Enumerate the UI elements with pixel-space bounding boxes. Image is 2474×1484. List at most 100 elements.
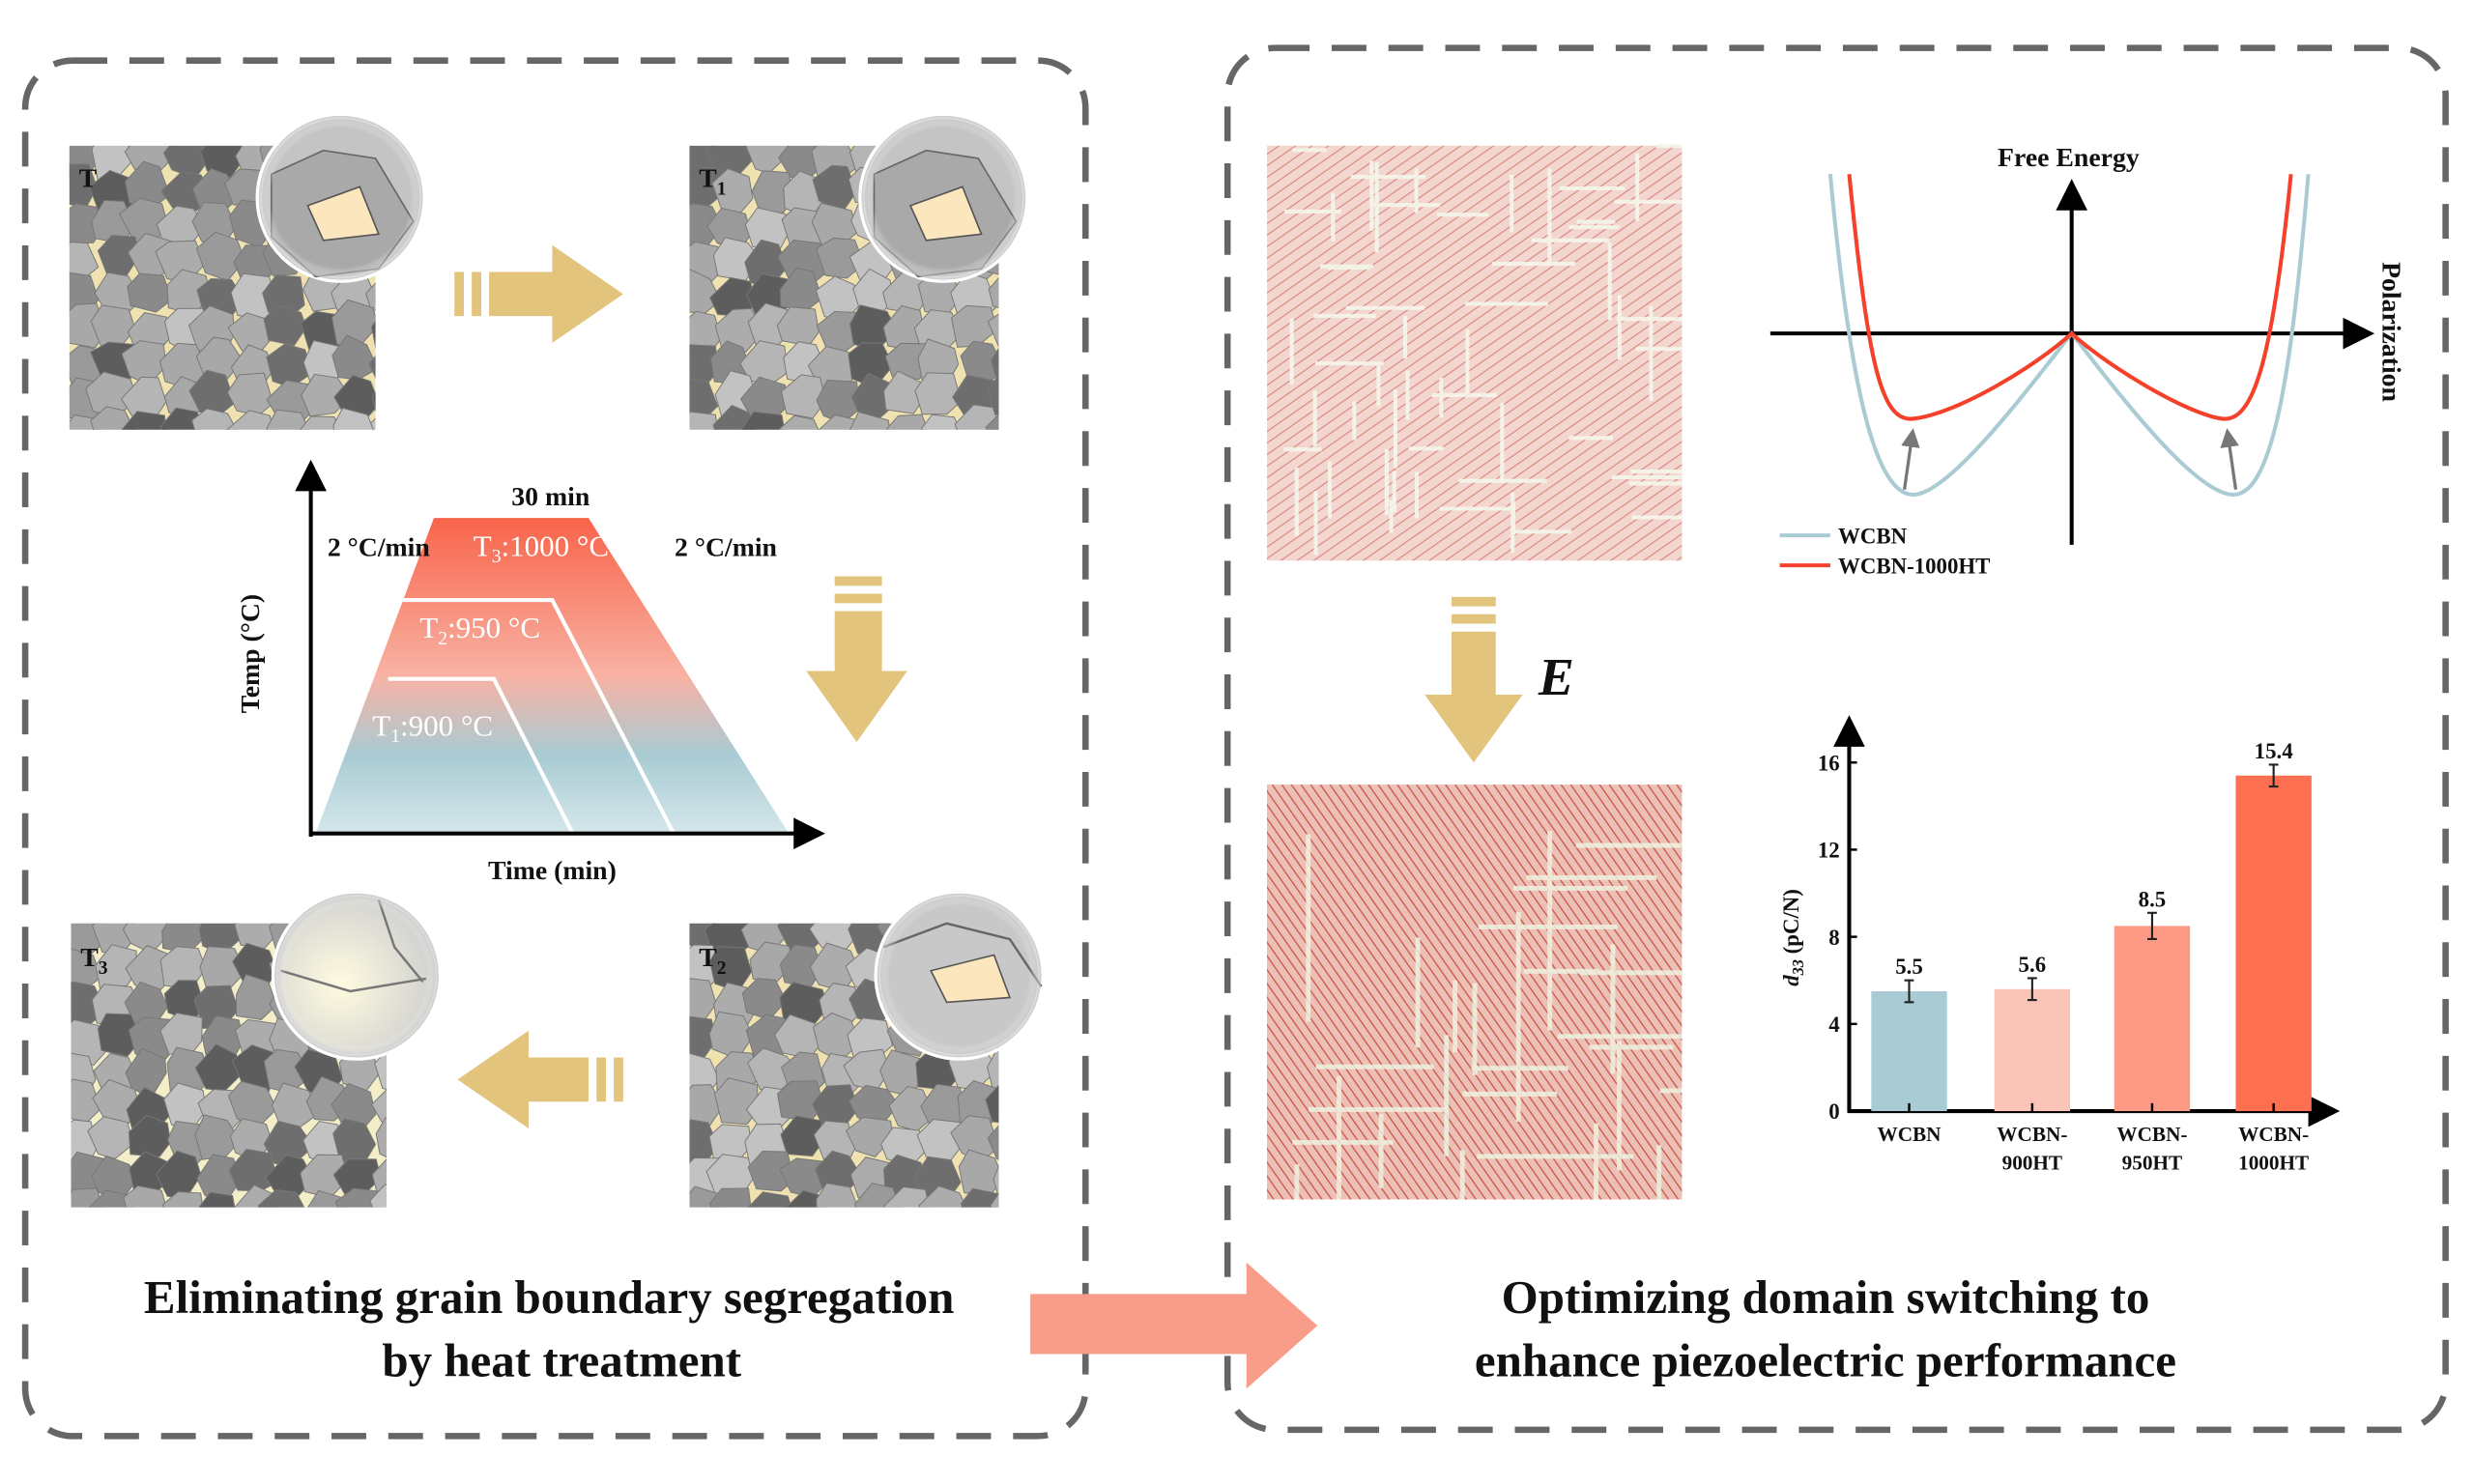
category-label: WCBN — [1877, 1123, 1942, 1146]
legend-label-wcbn-1000ht: WCBN-1000HT — [1838, 554, 1990, 578]
grain — [371, 1089, 387, 1125]
grain — [127, 272, 173, 313]
grain — [300, 415, 342, 430]
electric-field-label: E — [1538, 648, 1574, 707]
grain — [713, 1077, 760, 1126]
error-bar — [2268, 763, 2279, 788]
grain — [987, 1049, 999, 1092]
grain — [849, 411, 890, 430]
grain — [985, 1084, 999, 1124]
grain — [191, 408, 238, 430]
grain — [780, 1115, 825, 1157]
grain — [991, 347, 999, 381]
grain — [914, 372, 963, 415]
grain — [123, 1184, 167, 1208]
arrow-down-icon — [806, 576, 907, 742]
category-label: WCBN- — [2238, 1123, 2309, 1146]
value-label: 5.5 — [1895, 955, 1923, 979]
bar — [1871, 991, 1947, 1112]
grain — [226, 410, 274, 430]
grain — [918, 1185, 967, 1208]
grain — [369, 1184, 387, 1208]
grain — [263, 304, 307, 347]
free-energy-label: Free Energy — [1998, 143, 2140, 173]
value-label: 5.6 — [2019, 953, 2047, 977]
process-arrow-icon — [1030, 1262, 1318, 1389]
heating-profile-t3 — [315, 518, 790, 834]
grain — [708, 1187, 752, 1208]
error-bar — [1904, 979, 1914, 1004]
arrow-right-icon — [454, 244, 623, 343]
wcbn-1000ht-curve — [1847, 174, 2293, 421]
grain — [747, 1151, 795, 1192]
grain — [159, 407, 202, 430]
grain — [689, 411, 718, 430]
grain — [365, 282, 376, 311]
grain — [886, 414, 930, 430]
grain — [375, 1117, 387, 1158]
grain — [954, 404, 999, 430]
grain — [689, 1185, 721, 1208]
heating-profile-t1 — [388, 676, 575, 835]
grain — [883, 1186, 930, 1208]
magnifier-t3 — [271, 890, 443, 1061]
grain — [161, 1190, 204, 1208]
grain — [234, 923, 281, 950]
error-bar — [2147, 911, 2157, 940]
grain-image-t1 — [689, 145, 999, 430]
grain — [712, 405, 756, 430]
d33-axis-label: d33 (pC/N) — [1779, 889, 1807, 986]
heat-treatment-chart: 30 min 2 °C/min 2 °C/min T3:1000 °C T2:9… — [236, 459, 825, 886]
magnifier-t — [255, 112, 426, 283]
label-t2: T2 — [699, 943, 726, 979]
grain — [985, 414, 999, 430]
grain — [71, 1187, 104, 1208]
grain — [987, 373, 999, 415]
category-label: 900HT — [2002, 1151, 2063, 1174]
grain — [257, 1189, 305, 1208]
grain — [128, 1114, 172, 1157]
grain — [121, 411, 167, 430]
bar — [1994, 988, 2071, 1112]
grain — [777, 414, 820, 430]
t2-label: T2:950 °C — [419, 611, 540, 649]
category-label: 1000HT — [2238, 1151, 2309, 1174]
grain — [990, 1192, 999, 1208]
y-tick-label: 0 — [1828, 1099, 1839, 1124]
polarization-label: Polarization — [2375, 262, 2405, 402]
grain — [332, 407, 375, 430]
grain — [751, 170, 794, 214]
category-label: WCBN- — [2116, 1123, 2187, 1146]
free-energy-plot: Free Energy Polarization WCBN WCBN-1000H… — [1769, 143, 2405, 578]
grain — [370, 417, 376, 430]
right-caption-line2: enhance piezoelectric performance — [1475, 1333, 2176, 1386]
grain — [194, 1114, 242, 1160]
bar — [2114, 926, 2191, 1112]
error-bar — [2027, 977, 2037, 1002]
grain — [371, 391, 376, 413]
right-caption-line1: Optimizing domain switching to — [1502, 1270, 2150, 1324]
grain — [87, 1116, 134, 1159]
grain — [747, 1191, 792, 1208]
category-label: WCBN- — [1997, 1123, 2067, 1146]
label-t3: T3 — [80, 943, 108, 979]
energy-shift-arrow-right — [2220, 428, 2239, 491]
y-tick-label: 12 — [1818, 839, 1840, 863]
left-panel-frame — [21, 57, 1089, 1440]
grain — [845, 1116, 893, 1157]
arrow-left-icon — [457, 1030, 623, 1128]
arrow-down-field-icon — [1424, 596, 1523, 763]
bar — [2235, 775, 2312, 1112]
grain — [882, 370, 925, 414]
grain — [266, 409, 310, 430]
y-tick-label: 4 — [1828, 1013, 1839, 1037]
grain — [198, 1191, 236, 1208]
grain — [301, 373, 351, 417]
t3-label: T3:1000 °C — [474, 528, 609, 567]
energy-shift-arrow-left — [1901, 428, 1920, 491]
grain — [90, 406, 135, 430]
label-t: T — [79, 163, 98, 193]
time-axis-label: Time (min) — [488, 856, 617, 886]
